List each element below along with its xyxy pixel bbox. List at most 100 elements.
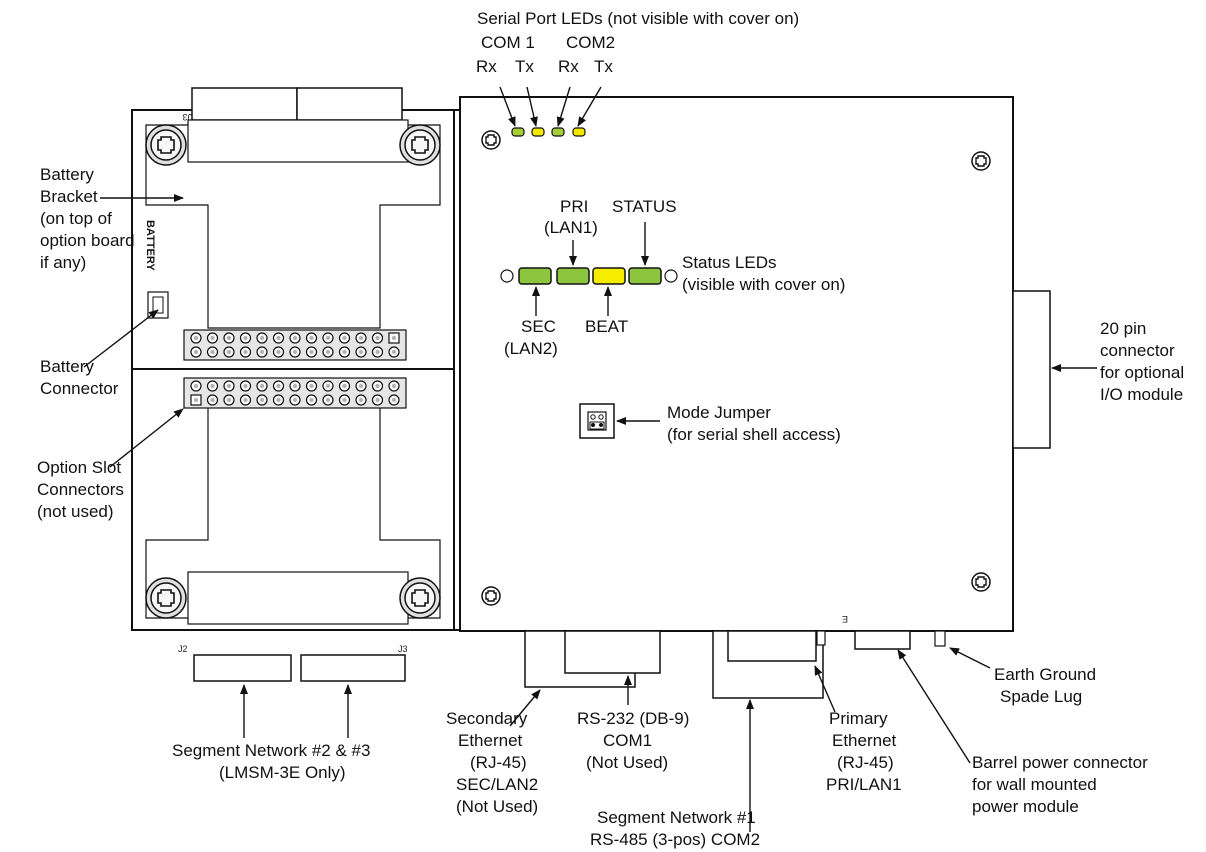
svg-text:Secondary: Secondary <box>446 709 528 728</box>
header-pin-center <box>226 335 232 341</box>
header-pin-center <box>210 383 215 389</box>
header-pin-center <box>193 397 199 403</box>
header-pin-center <box>358 397 364 403</box>
silk-j3-top: J3 <box>182 112 192 122</box>
header-pin-center <box>276 383 281 389</box>
svg-text:connector: connector <box>1100 341 1175 360</box>
svg-text:Battery: Battery <box>40 357 94 376</box>
screw-icon <box>399 577 441 619</box>
pri-lan1-label: (LAN1) <box>544 218 598 237</box>
svg-text:PRI/LAN1: PRI/LAN1 <box>826 775 902 794</box>
screw-icon <box>971 151 991 171</box>
header-pin-center <box>342 335 347 341</box>
barrel-power-connector <box>854 630 911 650</box>
header-pin-center <box>358 335 364 341</box>
svg-text:COM1: COM1 <box>603 731 652 750</box>
header-pin-center <box>358 383 364 389</box>
screw-icon <box>971 572 991 592</box>
header-pin-center <box>309 349 314 355</box>
svg-text:for wall mounted: for wall mounted <box>972 775 1097 794</box>
earth-ground-lug <box>934 630 946 647</box>
svg-text:(Not Used): (Not Used) <box>456 797 538 816</box>
segment-network-1-label: Segment Network #1 RS-485 (3-pos) COM2 <box>590 808 760 849</box>
20-pin-connector-label: 20 pin connector for optional I/O module <box>1100 319 1184 404</box>
svg-text:Barrel power connector: Barrel power connector <box>972 753 1148 772</box>
svg-text:Ethernet: Ethernet <box>832 731 897 750</box>
header-pin-center <box>276 335 281 341</box>
primary-ethernet-label: Primary Ethernet (RJ-45) PRI/LAN1 <box>826 709 902 794</box>
rs232-label: RS-232 (DB-9) COM1 (Not Used) <box>577 709 689 772</box>
battery-bracket-outline <box>145 124 441 329</box>
svg-text:20 pin: 20 pin <box>1100 319 1146 338</box>
header-pin-center <box>309 397 314 403</box>
svg-text:I/O module: I/O module <box>1100 385 1183 404</box>
silk-j2: J2 <box>178 644 188 654</box>
option-slot-label: Option Slot Connectors (not used) <box>37 458 124 521</box>
segment-network-3-connector <box>300 654 406 682</box>
header-pin-center <box>243 349 248 355</box>
header-pin-center <box>243 383 248 389</box>
segment-network-2-connector <box>193 654 292 682</box>
svg-text:(not used): (not used) <box>37 502 114 521</box>
com1-rx-label: Rx <box>476 57 497 76</box>
led-icon <box>628 267 662 285</box>
svg-text:Option Slot: Option Slot <box>37 458 121 477</box>
led-icon <box>531 127 545 137</box>
header-pin-center <box>391 349 397 355</box>
led-icon <box>551 127 565 137</box>
header-pin-center <box>243 397 248 403</box>
status-leds-title: Status LEDs <box>682 253 777 272</box>
header-pin-center <box>375 349 380 355</box>
led-icon <box>556 267 590 285</box>
led-icon <box>592 267 626 285</box>
header-pin-center <box>375 335 380 341</box>
sec-lan2-label: (LAN2) <box>504 339 558 358</box>
barrel-power-label: Barrel power connector for wall mounted … <box>972 753 1148 816</box>
header-pin-center <box>193 349 199 355</box>
silk-e: E <box>842 614 848 624</box>
screw-icon <box>481 586 501 606</box>
led-icon <box>572 127 586 137</box>
svg-text:Connector: Connector <box>40 379 119 398</box>
header-pin-center <box>259 335 265 341</box>
header-pin-center <box>276 397 281 403</box>
silk-j3-bottom: J3 <box>398 644 408 654</box>
battery-connector-label: Battery Connector <box>40 357 119 398</box>
segment-network-23-label: Segment Network #2 & #3 (LMSM-3E Only) <box>172 741 370 782</box>
header-pin-center <box>325 383 331 389</box>
com2-label: COM2 <box>566 33 615 52</box>
svg-text:RS-485 (3-pos) COM2: RS-485 (3-pos) COM2 <box>590 830 760 849</box>
svg-text:Bracket: Bracket <box>40 187 98 206</box>
option-board: BATTERY J3 J2 J3 <box>131 87 455 682</box>
top-connector-2 <box>296 87 403 121</box>
option-header-lower <box>183 377 407 409</box>
svg-text:RS-232 (DB-9): RS-232 (DB-9) <box>577 709 689 728</box>
header-pin-center <box>325 397 331 403</box>
header-pin-center <box>226 349 232 355</box>
header-pin-center <box>342 397 347 403</box>
header-pin-center <box>292 383 298 389</box>
screw-icon <box>399 124 441 166</box>
battery-silk-label: BATTERY <box>144 220 156 271</box>
com2-rx-label: Rx <box>558 57 579 76</box>
serial-port-leds <box>511 127 586 137</box>
svg-text:(LMSM-3E Only): (LMSM-3E Only) <box>219 763 346 782</box>
header-pin-center <box>210 349 215 355</box>
header-pin-center <box>325 335 331 341</box>
header-pin-center <box>309 383 314 389</box>
svg-text:Mode Jumper: Mode Jumper <box>667 403 771 422</box>
screw-icon <box>145 577 187 619</box>
secondary-ethernet-label: Secondary Ethernet (RJ-45) SEC/LAN2 (Not… <box>446 709 538 816</box>
pri-label: PRI <box>560 197 588 216</box>
svg-text:option board: option board <box>40 231 135 250</box>
header-pin-center <box>375 397 380 403</box>
header-pin-center <box>292 397 298 403</box>
svg-text:(on top of: (on top of <box>40 209 112 228</box>
svg-text:(Not Used): (Not Used) <box>586 753 668 772</box>
svg-text:Spade Lug: Spade Lug <box>1000 687 1082 706</box>
header-pin-center <box>309 335 314 341</box>
status-led-label: STATUS <box>612 197 677 216</box>
primary-ethernet-connector <box>727 630 817 662</box>
